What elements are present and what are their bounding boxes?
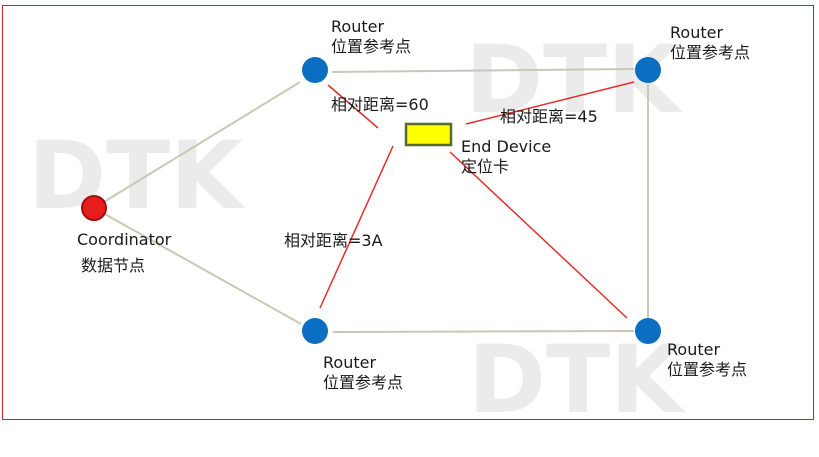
- router-bottom-left-desc: 位置参考点: [323, 373, 404, 392]
- router-top-left-type: Router: [331, 17, 385, 36]
- link-router-bottom-left-router-bottom-right: [332, 330, 635, 333]
- mesh-links: [93, 68, 649, 333]
- coordinator-label: Coordinator 数据节点: [77, 230, 171, 276]
- end-device-label: End Device 定位卡: [461, 137, 551, 177]
- distance-line-bottom-left: [319, 145, 394, 309]
- distance-links: [319, 81, 635, 319]
- end-device-icon: [404, 122, 453, 147]
- distance-label-top-right: 相对距离=45: [500, 107, 598, 126]
- distance-label-top-left: 相对距离=60: [331, 95, 429, 114]
- router-top-right-icon: [635, 57, 661, 83]
- link-coordinator-router-top-left: [93, 81, 301, 209]
- diagram-frame: [2, 5, 814, 420]
- router-bottom-right-label: Router 位置参考点: [667, 340, 747, 380]
- router-top-left-desc: 位置参考点: [331, 37, 412, 56]
- router-top-left-label: Router 位置参考点: [331, 17, 411, 57]
- router-bottom-right-icon: [635, 318, 661, 344]
- router-bottom-left-label: Router 位置参考点: [323, 353, 403, 393]
- router-bottom-left-type: Router: [323, 353, 377, 372]
- distance-label-bottom-left: 相对距离=3A: [284, 231, 383, 250]
- router-top-right-type: Router: [670, 23, 724, 42]
- router-bottom-right-desc: 位置参考点: [667, 360, 748, 379]
- link-router-top-left-router-top-right: [331, 68, 635, 73]
- watermark-bottom-right: DTK: [468, 326, 686, 435]
- coordinator-icon: [81, 195, 107, 221]
- end-device-type: End Device: [461, 137, 552, 156]
- end-device-desc: 定位卡: [461, 157, 510, 176]
- router-top-left-icon: [302, 57, 328, 83]
- router-bottom-right-type: Router: [667, 340, 721, 359]
- router-top-right-label: Router 位置参考点: [670, 23, 750, 63]
- distance-line-top-left: [327, 84, 379, 129]
- link-coordinator-router-bottom-left: [93, 207, 302, 325]
- router-top-right-desc: 位置参考点: [670, 43, 751, 62]
- watermark-left: DTK: [28, 122, 246, 231]
- router-bottom-left-icon: [302, 318, 328, 344]
- coordinator-desc: 数据节点: [81, 256, 146, 275]
- distance-line-bottom-right: [449, 151, 628, 319]
- distance-line-top-right: [465, 81, 635, 125]
- coordinator-type: Coordinator: [77, 230, 172, 249]
